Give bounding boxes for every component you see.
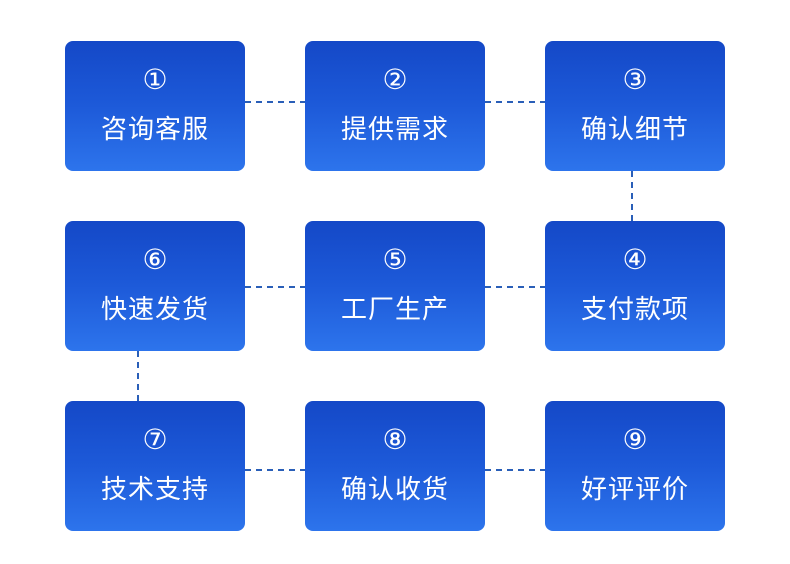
step-5-factory-production: ⑤ 工厂生产 [305,221,485,351]
step-9-positive-review: ⑨ 好评评价 [545,401,725,531]
step-1-consult-service: ① 咨询客服 [65,41,245,171]
step-label: 咨询客服 [100,115,209,145]
step-label: 技术支持 [100,475,209,505]
step-label: 支付款项 [580,295,689,325]
step-label: 工厂生产 [340,295,449,325]
step-number: ① [142,63,168,96]
step-6-fast-shipping: ⑥ 快速发货 [65,221,245,351]
step-number: ⑧ [382,423,408,456]
step-2-provide-requirements: ② 提供需求 [305,41,485,171]
step-label: 确认细节 [580,115,689,145]
step-label: 好评评价 [580,475,689,505]
step-3-confirm-details: ③ 确认细节 [545,41,725,171]
step-number: ② [382,63,408,96]
step-number: ⑥ [142,243,168,276]
step-4-payment: ④ 支付款项 [545,221,725,351]
step-number: ⑤ [382,243,408,276]
step-number: ⑦ [142,423,168,456]
step-label: 快速发货 [100,295,209,325]
step-7-technical-support: ⑦ 技术支持 [65,401,245,531]
step-number: ④ [622,243,648,276]
step-label: 提供需求 [340,115,449,145]
step-label: 确认收货 [340,475,449,505]
step-number: ⑨ [622,423,648,456]
step-number: ③ [622,63,648,96]
step-8-confirm-receipt: ⑧ 确认收货 [305,401,485,531]
